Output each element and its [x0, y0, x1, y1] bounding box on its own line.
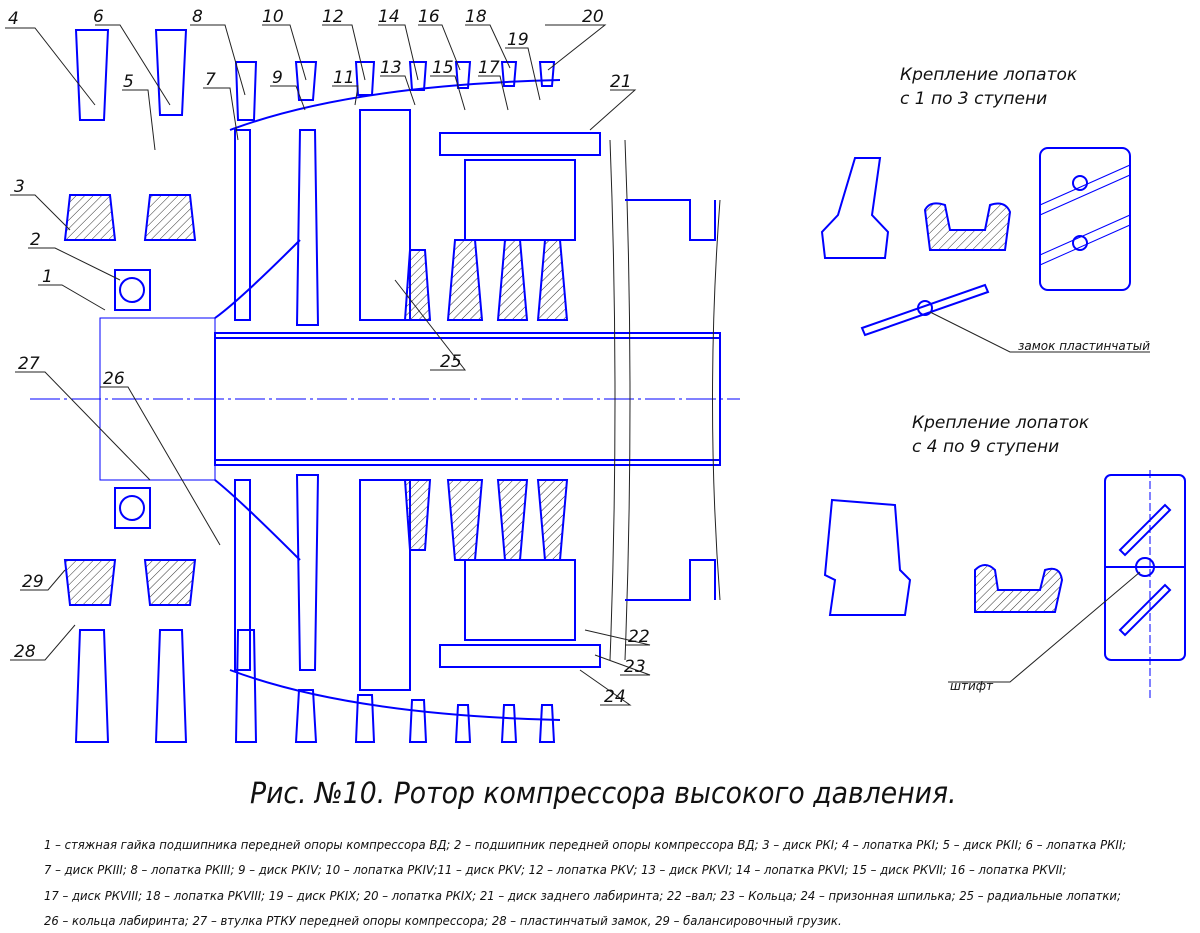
drum-outer-bottom	[229, 669, 561, 721]
label-29: 29	[22, 572, 44, 592]
detail-stages-1-3: Крепление лопаток с 1 по 3 ступени замок…	[820, 65, 1150, 353]
label-18: 18	[465, 7, 487, 27]
label-9: 9	[272, 68, 283, 88]
label-6: 6	[93, 7, 104, 27]
label-16: 16	[418, 7, 440, 27]
callout-labels: 4 6 8 10 12 14 16 18 20 19 17 15 13 11 9…	[8, 7, 650, 707]
label-12: 12	[322, 7, 344, 27]
detail-title-1a: Крепление лопаток	[900, 65, 1078, 85]
legend-line: 26 – кольца лабиринта; 27 – втулка РТКУ …	[44, 912, 842, 928]
figure-legend: 1 – стяжная гайка подшипника передней оп…	[44, 832, 1200, 933]
label-27: 27	[18, 354, 40, 374]
label-13: 13	[380, 58, 402, 78]
shaft	[99, 139, 721, 661]
label-14: 14	[378, 7, 400, 27]
label-15: 15	[432, 58, 454, 78]
label-2: 2	[30, 230, 41, 250]
pin-label: штифт	[950, 679, 994, 693]
plate-lock-label: замок пластинчатый	[1018, 339, 1150, 353]
label-22: 22	[628, 627, 650, 647]
leader-lines	[5, 24, 651, 706]
label-19: 19	[507, 30, 529, 50]
disks-bottom	[63, 474, 601, 691]
rear-flange	[625, 199, 716, 601]
cone-web	[214, 239, 301, 561]
label-17: 17	[478, 58, 500, 78]
label-1: 1	[42, 267, 53, 287]
label-25: 25	[440, 352, 462, 372]
label-20: 20	[582, 7, 604, 27]
detail-title-2a: Крепление лопаток	[912, 413, 1090, 433]
detail-stages-4-9: Крепление лопаток с 4 по 9 ступени штифт	[823, 413, 1186, 700]
legend-line: 17 – диск РКVIII; 18 – лопатка РКVIII; 1…	[44, 887, 1121, 903]
detail-title-1b: с 1 по 3 ступени	[900, 89, 1047, 109]
legend-line: 7 – диск РКIII; 8 – лопатка РКIII; 9 – д…	[44, 862, 1067, 878]
label-21: 21	[610, 72, 632, 92]
legend-line: 1 – стяжная гайка подшипника передней оп…	[44, 837, 1127, 852]
label-3: 3	[14, 177, 25, 197]
label-5: 5	[123, 72, 134, 92]
label-10: 10	[262, 7, 284, 27]
label-26: 26	[103, 369, 125, 389]
disks-top	[63, 109, 601, 326]
label-4: 4	[8, 9, 19, 29]
bearing-top	[114, 269, 151, 311]
blades-bottom	[74, 629, 556, 743]
label-8: 8	[192, 7, 203, 27]
drum-outer-top	[229, 79, 561, 131]
label-28: 28	[14, 642, 36, 662]
blades-top	[74, 29, 556, 121]
figure-caption: Рис. №10. Ротор компрессора высокого дав…	[250, 776, 957, 810]
label-11: 11	[333, 68, 355, 88]
label-23: 23	[624, 657, 646, 677]
label-24: 24	[604, 687, 626, 707]
detail-title-2b: с 4 по 9 ступени	[912, 437, 1059, 457]
label-7: 7	[205, 70, 216, 90]
bearing-bottom	[114, 487, 151, 529]
